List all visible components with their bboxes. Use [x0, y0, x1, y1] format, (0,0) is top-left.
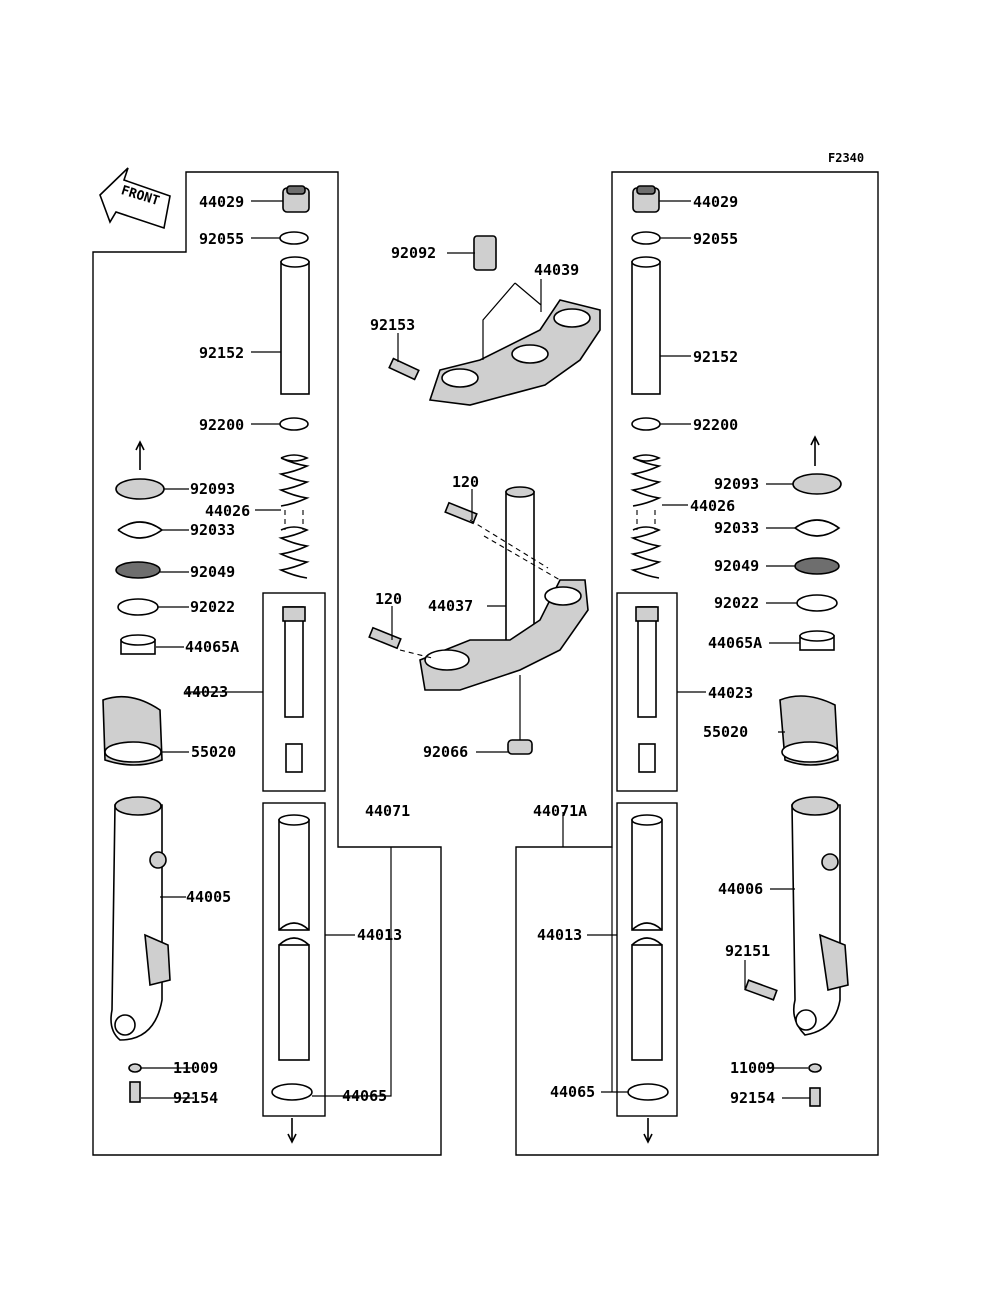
screw-92154-left: [129, 1081, 141, 1103]
label-92049-right: 92049: [714, 557, 759, 575]
label-44065A-left: 44065A: [185, 638, 239, 656]
label-44065-right: 44065: [550, 1083, 595, 1101]
guide-bush-right: [799, 630, 835, 651]
label-92153: 92153: [370, 316, 415, 334]
o-ring-right: [631, 231, 661, 245]
oil-seal-left: [115, 478, 165, 500]
label-92022-right: 92022: [714, 594, 759, 612]
right-tube-box: [616, 802, 678, 1117]
right-top-arrow: [810, 435, 820, 466]
left-tube-box: [262, 802, 326, 1117]
label-44023-left: 44023: [183, 683, 228, 701]
slide-bush-right: [627, 1083, 669, 1101]
label-44005-left: 44005: [186, 888, 231, 906]
label-120-lower: 120: [375, 590, 402, 608]
cover-right: [779, 695, 839, 766]
right-bottom-arrow: [643, 1118, 653, 1144]
clip-left: [117, 521, 164, 539]
spring-right: [630, 454, 662, 579]
label-92154-right: 92154: [730, 1089, 775, 1107]
label-11009-left: 11009: [173, 1059, 218, 1077]
label-92093-left: 92093: [190, 480, 235, 498]
label-44065A-right: 44065A: [708, 634, 762, 652]
label-92151-right: 92151: [725, 942, 770, 960]
label-44023-right: 44023: [708, 684, 753, 702]
label-44013-right: 44013: [537, 926, 582, 944]
guide-bush-left: [120, 634, 156, 655]
right-fork-frame: [515, 171, 879, 1156]
label-120-upper: 120: [452, 473, 479, 491]
label-44071: 44071: [365, 802, 410, 820]
label-44026-left: 44026: [205, 502, 250, 520]
label-55020-right: 55020: [703, 723, 748, 741]
spring-left: [278, 454, 310, 579]
ring-left: [117, 598, 159, 616]
bolt-92151-right: [744, 979, 778, 1001]
screw-92154-right: [809, 1087, 821, 1107]
slide-bush-left: [271, 1083, 313, 1101]
label-92152-left: 92152: [199, 344, 244, 362]
inner-tube-right: [631, 814, 663, 1061]
outer-tube-right: [791, 796, 849, 1036]
upper-bracket: [388, 235, 601, 406]
stem-and-lower-bracket: [368, 486, 589, 755]
label-92049-left: 92049: [190, 563, 235, 581]
inner-tube-left: [278, 814, 310, 1061]
label-92022-left: 92022: [190, 598, 235, 616]
label-44071A: 44071A: [533, 802, 587, 820]
label-44029-left: 44029: [199, 193, 244, 211]
cap-bolt-right: [632, 185, 660, 213]
left-bottom-arrow: [287, 1118, 297, 1144]
label-44026-right: 44026: [690, 497, 735, 515]
left-fork-frame: [92, 171, 442, 1156]
label-44029-right: 44029: [693, 193, 738, 211]
o-ring-left: [279, 231, 309, 245]
label-92093-right: 92093: [714, 475, 759, 493]
label-44006-right: 44006: [718, 880, 763, 898]
washer-11009-right: [808, 1063, 822, 1073]
washer-11009-left: [128, 1063, 142, 1073]
bushing-left: [115, 561, 161, 579]
washer-left: [279, 417, 309, 431]
label-92033-left: 92033: [190, 521, 235, 539]
front-arrow-icon: FRONT: [99, 167, 171, 230]
label-92200-right: 92200: [693, 416, 738, 434]
diagram-code: F2340: [828, 151, 864, 165]
label-92033-right: 92033: [714, 519, 759, 537]
label-92055-right: 92055: [693, 230, 738, 248]
label-92200-left: 92200: [199, 416, 244, 434]
pipe-left: [280, 256, 310, 395]
outer-tube-left: [110, 796, 171, 1041]
label-92152-right: 92152: [693, 348, 738, 366]
pipe-right: [631, 256, 661, 395]
label-11009-right: 11009: [730, 1059, 775, 1077]
label-44037: 44037: [428, 597, 473, 615]
ring-right: [796, 594, 838, 612]
oil-seal-right: [792, 473, 842, 495]
clip-right: [794, 519, 841, 537]
label-44013-left: 44013: [357, 926, 402, 944]
bushing-right: [794, 557, 840, 575]
cover-left: [102, 695, 163, 766]
label-55020-left: 55020: [191, 743, 236, 761]
label-92066: 92066: [423, 743, 468, 761]
washer-right: [631, 417, 661, 431]
damper-rod-left: [282, 606, 306, 773]
label-92055-left: 92055: [199, 230, 244, 248]
label-92154-left: 92154: [173, 1089, 218, 1107]
label-92092: 92092: [391, 244, 436, 262]
left-top-arrow: [135, 440, 145, 470]
damper-rod-right: [635, 606, 659, 773]
label-44065-left: 44065: [342, 1087, 387, 1105]
cap-bolt-left: [282, 185, 310, 213]
label-44039: 44039: [534, 261, 579, 279]
